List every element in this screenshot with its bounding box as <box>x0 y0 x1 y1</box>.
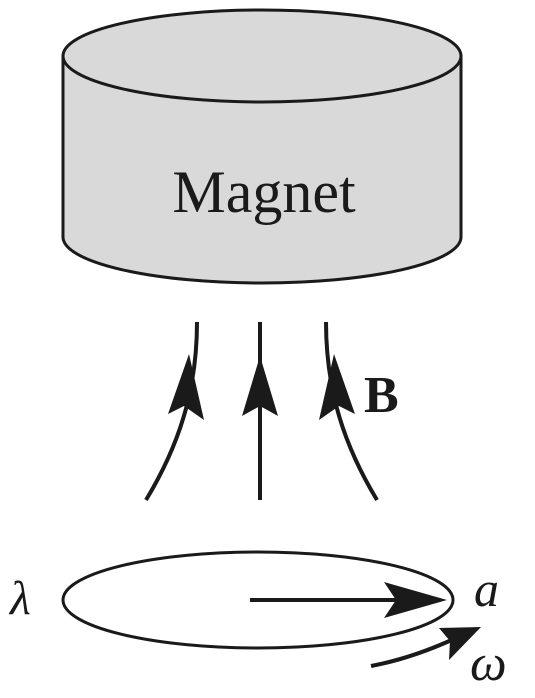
field-arrow-right-icon <box>319 354 355 420</box>
radius-label: a <box>474 561 499 617</box>
magnetic-field-lines <box>144 321 379 502</box>
angular-velocity-arrow <box>370 636 457 668</box>
magnet-label: Magnet <box>172 159 356 225</box>
field-arrow-center-icon <box>242 356 278 416</box>
magnet-body <box>61 54 463 285</box>
charged-ring <box>61 550 455 650</box>
field-arrowheads <box>168 354 355 420</box>
field-arrow-left-icon <box>168 354 204 420</box>
charge-density-label: λ <box>8 572 31 625</box>
field-line-left <box>144 321 199 502</box>
angular-velocity-label: ω <box>470 635 507 692</box>
field-line-right <box>324 321 379 502</box>
magnet-cylinder: Magnet <box>61 8 463 285</box>
field-label: B <box>364 367 399 424</box>
radius-arrow-head-icon <box>384 582 447 618</box>
angular-velocity-arrowhead-icon <box>439 627 481 660</box>
magnet-top <box>61 8 463 104</box>
